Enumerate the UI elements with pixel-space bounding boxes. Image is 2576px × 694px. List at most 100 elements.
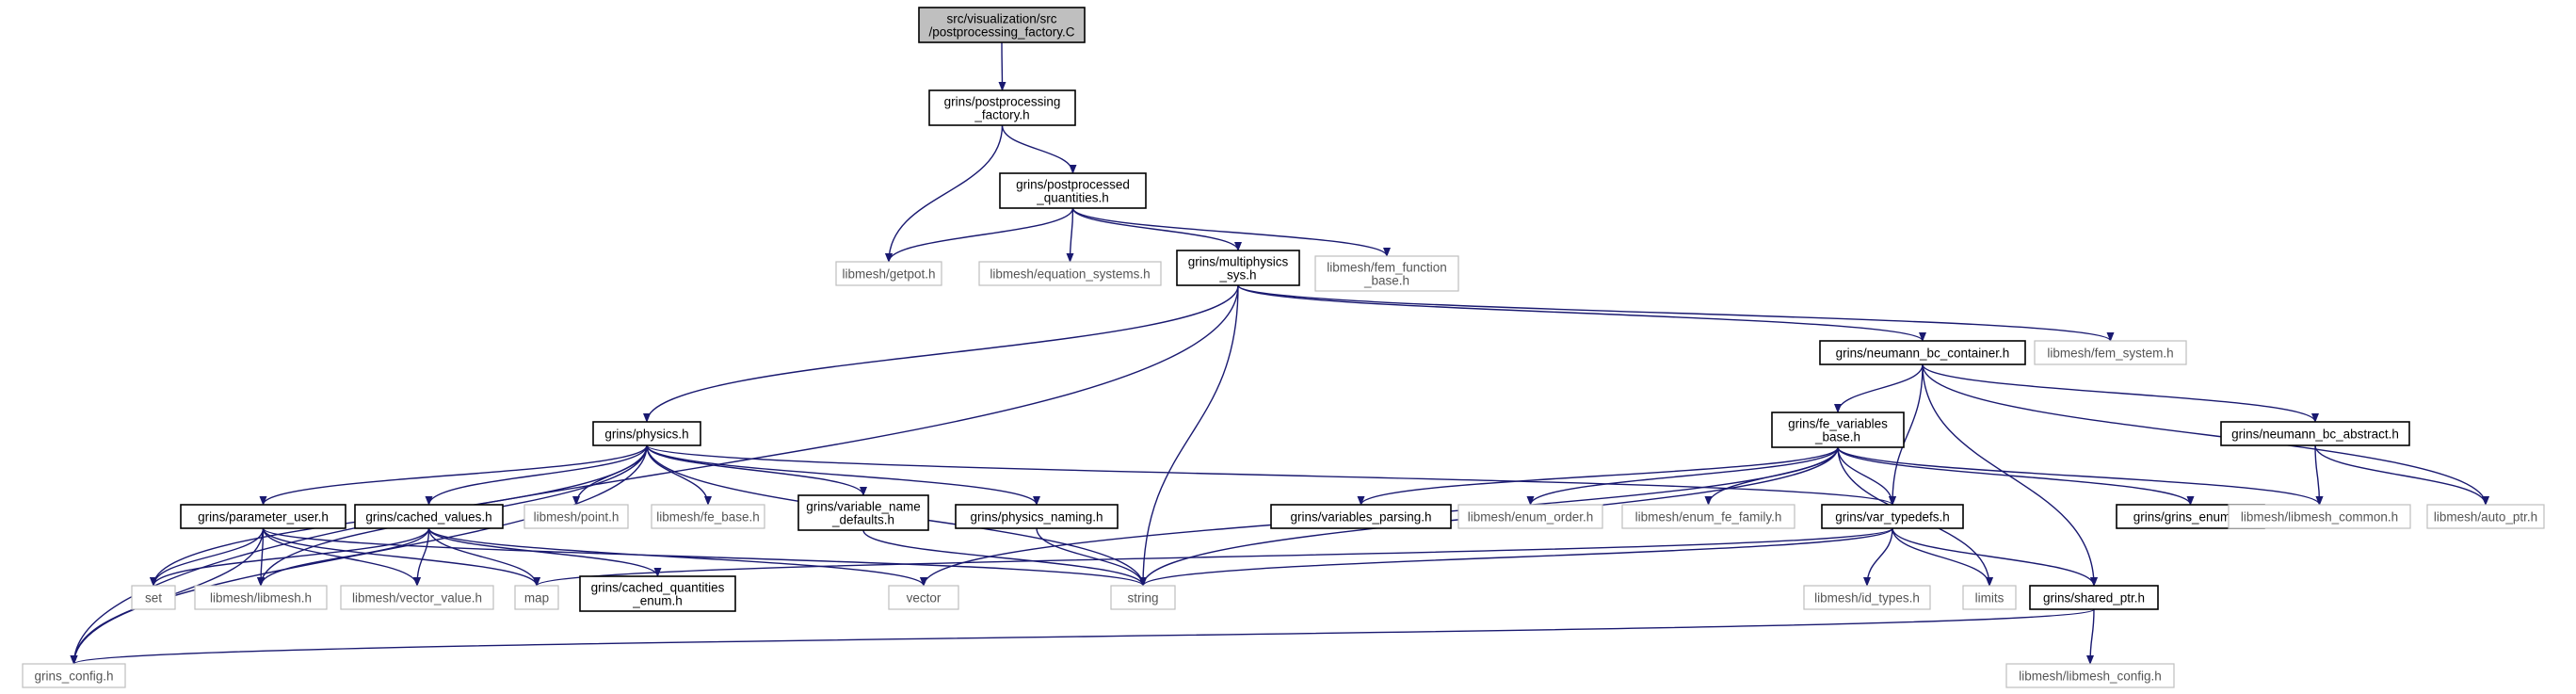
node-box — [1621, 504, 1795, 529]
node-box — [340, 585, 494, 610]
node-fe_variables_base[interactable]: grins/fe_variables_base.h — [1771, 412, 1905, 448]
node-box — [1819, 340, 2026, 365]
edge-parameter_user-to-vector_value — [262, 527, 421, 587]
edge-multiphysics_sys-to-neumann_bc_container — [1237, 284, 1926, 342]
node-label: _base.h — [1814, 430, 1860, 444]
edge-physics_h-to-var_typedefs — [646, 444, 1896, 506]
edge-var_typedefs-to-id_types — [1863, 527, 1893, 587]
node-label: libmesh/auto_ptr.h — [2434, 510, 2537, 525]
edge-fe_variables_base-to-enum_order — [1526, 446, 1839, 506]
edge-physics_h-to-point_h — [572, 444, 648, 506]
node-label: libmesh/enum_order.h — [1468, 510, 1594, 525]
node-box — [180, 504, 346, 529]
node-equation_systems: libmesh/equation_systems.h — [978, 261, 1162, 286]
node-variable_name_defaults[interactable]: grins/variable_name_defaults.h — [797, 494, 929, 531]
node-box — [1314, 255, 1459, 292]
node-vector: vector — [888, 585, 959, 610]
edge-physics_naming-to-string — [1036, 527, 1147, 587]
node-box — [1821, 504, 1964, 529]
node-enum_fe_family: libmesh/enum_fe_family.h — [1621, 504, 1795, 529]
node-label: grins/cached_values.h — [365, 510, 491, 525]
edge-parameter_user-to-map — [262, 527, 540, 587]
edge-neumann_bc_container-to-auto_ptr — [1922, 363, 2489, 506]
edge-var_typedefs-to-map — [533, 527, 1893, 587]
edge-fe_variables_base-to-variables_parsing — [1357, 446, 1839, 506]
edge-fe_variables_base-to-var_typedefs — [1837, 446, 1896, 506]
edge-root-to-pp_factory_h — [998, 41, 1006, 91]
node-vector_value: libmesh/vector_value.h — [340, 585, 494, 610]
edge-pp_factory_h-to-pp_quantities_h — [1001, 124, 1077, 174]
edge-cached_values-to-cached_quantities_enum — [427, 527, 662, 577]
edge-var_typedefs-to-shared_ptr — [1892, 527, 2098, 587]
edge-physics_h-to-physics_naming — [646, 444, 1040, 506]
edge-cached_values-to-map — [427, 527, 540, 587]
node-pp_factory_h[interactable]: grins/postprocessing_factory.h — [928, 89, 1076, 126]
node-label: /postprocessing_factory.C — [928, 25, 1074, 40]
node-box — [1110, 585, 1176, 610]
node-label: _base.h — [1363, 274, 1409, 288]
node-libmesh_common: libmesh/libmesh_common.h — [2228, 504, 2411, 529]
node-label: libmesh/libmesh_config.h — [2019, 670, 2162, 684]
node-box — [888, 585, 959, 610]
node-label: grins/variable_name — [806, 500, 921, 514]
node-cached_values[interactable]: grins/cached_values.h — [354, 504, 504, 529]
node-box — [2220, 421, 2410, 446]
node-neumann_bc_abstract[interactable]: grins/neumann_bc_abstract.h — [2220, 421, 2410, 446]
node-box — [1270, 504, 1452, 529]
node-label: grins/postprocessing — [944, 95, 1061, 109]
edge-fe_variables_base-to-grins_enums — [1837, 446, 2195, 506]
node-grins_config: grins_config.h — [22, 663, 126, 688]
node-label: libmesh/libmesh.h — [210, 591, 312, 605]
node-pp_quantities_h[interactable]: grins/postprocessed_quantities.h — [999, 172, 1147, 209]
edge-shared_ptr-to-grins_config — [71, 608, 2095, 665]
node-shared_ptr[interactable]: grins/shared_ptr.h — [2029, 585, 2159, 610]
edge-physics_h-to-variable_name_defaults — [646, 444, 867, 496]
node-box — [523, 504, 629, 529]
node-box — [2029, 585, 2159, 610]
node-box — [835, 261, 942, 286]
edge-neumann_bc_container-to-fe_variables_base — [1834, 363, 1924, 413]
node-label: libmesh/vector_value.h — [352, 591, 482, 605]
edge-parameter_user-to-string — [262, 527, 1147, 587]
node-label: grins/physics_naming.h — [970, 510, 1103, 525]
node-id_types: libmesh/id_types.h — [1803, 585, 1931, 610]
node-label: libmesh/equation_systems.h — [990, 267, 1150, 282]
node-label: grins/neumann_bc_container.h — [1836, 347, 2010, 361]
node-enum_order: libmesh/enum_order.h — [1457, 504, 1603, 529]
node-libmesh_h: libmesh/libmesh.h — [194, 585, 328, 610]
node-label: grins/var_typedefs.h — [1835, 510, 1950, 525]
node-string: string — [1110, 585, 1176, 610]
node-box — [999, 172, 1147, 209]
node-neumann_bc_container[interactable]: grins/neumann_bc_container.h — [1819, 340, 2026, 365]
node-libmesh_config: libmesh/libmesh_config.h — [2005, 663, 2175, 688]
node-var_typedefs[interactable]: grins/var_typedefs.h — [1821, 504, 1964, 529]
node-map: map — [514, 585, 559, 610]
edge-fe_variables_base-to-enum_fe_family — [1704, 446, 1839, 506]
node-multiphysics_sys[interactable]: grins/multiphysics_sys.h — [1176, 250, 1300, 286]
node-variables_parsing[interactable]: grins/variables_parsing.h — [1270, 504, 1452, 529]
node-fem_function_base: libmesh/fem_function_base.h — [1314, 255, 1459, 292]
node-physics_naming[interactable]: grins/physics_naming.h — [955, 504, 1119, 529]
node-box — [2228, 504, 2411, 529]
node-label: _factory.h — [974, 108, 1029, 122]
edge-var_typedefs-to-string — [1139, 527, 1893, 587]
node-box — [2034, 340, 2187, 365]
edge-neumann_bc_abstract-to-libmesh_common — [2314, 444, 2324, 506]
node-label: _sys.h — [1218, 268, 1256, 282]
node-label: src/visualization/src — [946, 12, 1056, 26]
node-label: libmesh/libmesh_common.h — [2241, 510, 2398, 525]
node-label: _defaults.h — [831, 513, 894, 527]
node-root[interactable]: src/visualization/src/postprocessing_fac… — [918, 7, 1086, 43]
node-parameter_user[interactable]: grins/parameter_user.h — [180, 504, 346, 529]
node-box — [1457, 504, 1603, 529]
node-label: limits — [1975, 591, 2004, 605]
node-cached_quantities_enum[interactable]: grins/cached_quantities_enum.h — [579, 575, 736, 612]
edge-pp_quantities_h-to-fem_function_base — [1071, 207, 1391, 257]
edge-cached_values-to-vector — [427, 527, 927, 587]
node-label: libmesh/point.h — [534, 510, 620, 525]
node-box — [2005, 663, 2175, 688]
node-box — [797, 494, 929, 531]
node-box — [651, 504, 765, 529]
node-set: set — [131, 585, 176, 610]
node-physics_h[interactable]: grins/physics.h — [592, 421, 701, 446]
